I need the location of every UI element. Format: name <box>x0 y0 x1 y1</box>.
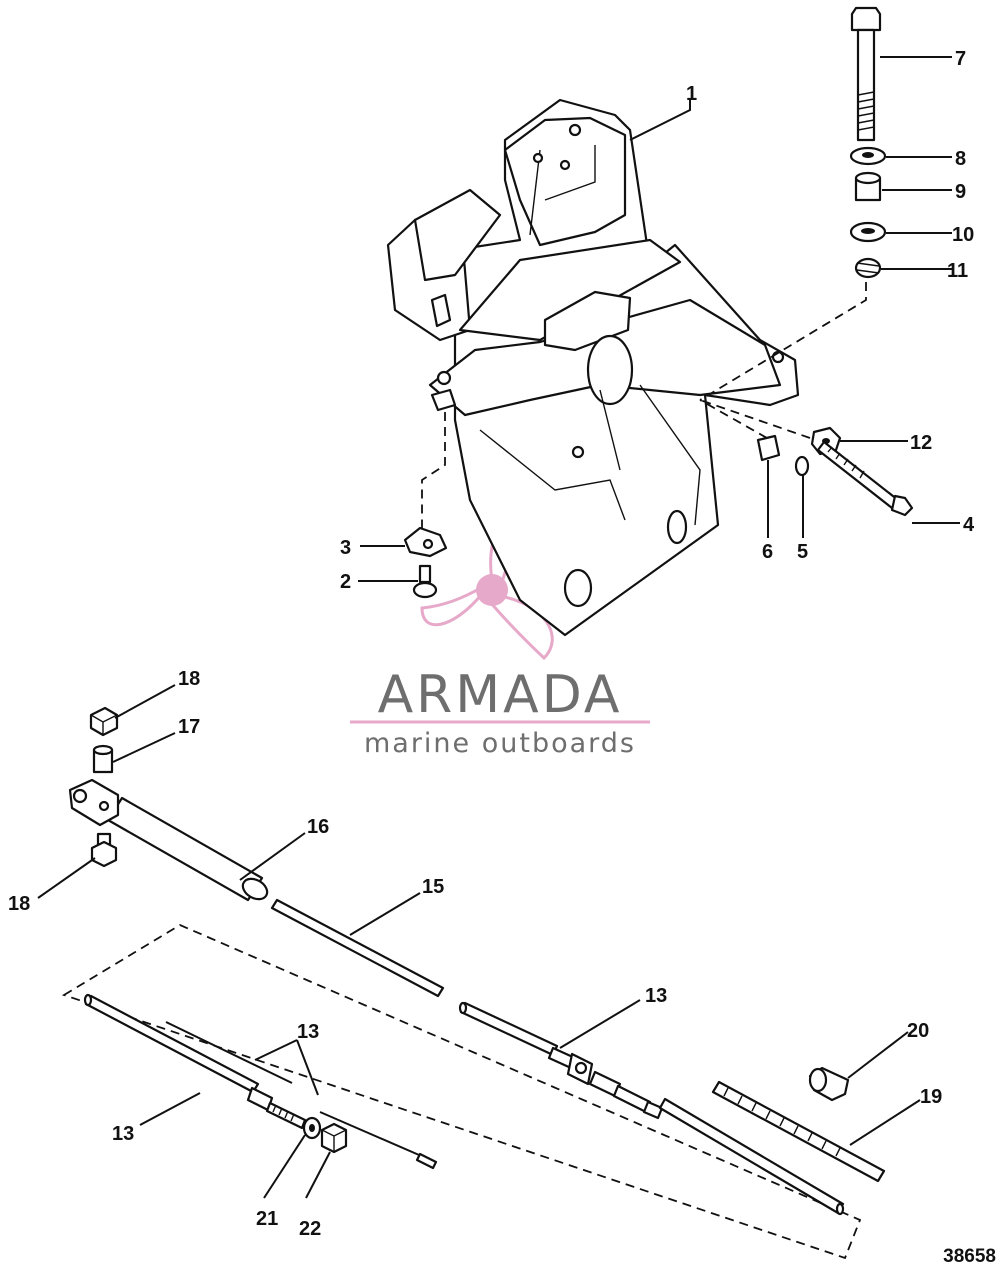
part-2-screw <box>412 564 438 599</box>
part-6-plate <box>756 434 781 462</box>
callout-15: 15 <box>422 876 444 898</box>
part-1-swivel-bracket <box>386 98 800 637</box>
callout-13-rear: 13 <box>645 985 667 1007</box>
part-13-cable-right <box>458 1001 845 1216</box>
callout-19: 19 <box>920 1086 942 1108</box>
part-18-screw-top <box>89 706 119 737</box>
callout-7: 7 <box>955 48 966 70</box>
callout-3: 3 <box>340 537 351 559</box>
callout-11: 11 <box>947 260 968 282</box>
part-15-rod <box>270 898 445 998</box>
cable-kit-outline <box>61 923 862 1260</box>
watermark-brand: ARMADA <box>378 665 623 725</box>
callout-21: 21 <box>256 1208 278 1230</box>
callout-2: 2 <box>340 571 351 593</box>
part-9-sleeve <box>854 171 882 202</box>
part-22-nut <box>320 1122 348 1154</box>
callout-13-front-left: 13 <box>112 1123 134 1145</box>
part-13-cable-left <box>83 993 438 1170</box>
part-20-bushing <box>808 1066 850 1102</box>
part-17-bushing <box>92 744 114 774</box>
callout-1: 1 <box>686 83 697 105</box>
armada-watermark: ARMADA marine outboards <box>350 505 650 759</box>
callout-4: 4 <box>963 514 975 536</box>
part-18-screw-bottom <box>90 832 118 868</box>
part-5-washer <box>794 455 810 477</box>
callout-13-front-upper: 13 <box>297 1021 319 1043</box>
callout-17: 17 <box>178 716 200 738</box>
part-4-bolt <box>816 440 914 517</box>
callout-5: 5 <box>797 541 808 563</box>
part-11-spring <box>854 257 882 279</box>
callout-8: 8 <box>955 148 966 170</box>
callout-9: 9 <box>955 181 966 203</box>
callout-12: 12 <box>910 432 932 454</box>
callout-6: 6 <box>762 541 773 563</box>
drawing-number: 38658 <box>943 1246 996 1267</box>
callout-16: 16 <box>307 816 329 838</box>
part-19-rod <box>711 1080 886 1183</box>
watermark-tagline: marine outboards <box>364 728 636 759</box>
callout-20: 20 <box>907 1020 929 1042</box>
callout-10: 10 <box>952 224 974 246</box>
part-16-link-rod <box>68 778 269 902</box>
leader-lines <box>37 56 960 1199</box>
callout-18-top: 18 <box>178 668 200 690</box>
part-3-clip <box>403 526 448 558</box>
callout-18-bottom: 18 <box>8 893 30 915</box>
part-7-bolt <box>850 6 882 142</box>
callout-22: 22 <box>299 1218 321 1240</box>
